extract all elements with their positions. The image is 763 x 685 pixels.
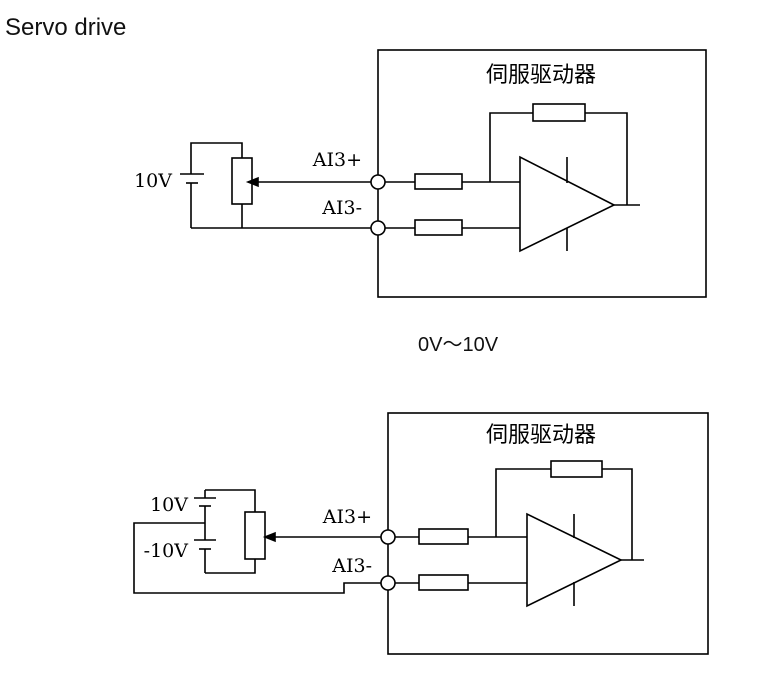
wiper-arrow <box>245 176 259 188</box>
pot-bottom-wire <box>205 559 256 574</box>
feedback-wire-left <box>489 112 533 182</box>
diagram-bipolar-input: 伺服驱动器 AI3+ AI3- <box>133 412 709 655</box>
terminal-ai3-minus <box>370 220 386 236</box>
range-caption-0-10v: 0V～10V <box>418 334 499 356</box>
potentiometer <box>244 511 266 560</box>
terminal-ai3-plus <box>380 529 396 545</box>
input-resistor-plus <box>418 528 469 545</box>
diagram-unipolar-input: 伺服驱动器 AI3+ AI3- 10V <box>134 49 707 298</box>
feedback-wire-left <box>495 468 551 537</box>
pot-top-wire <box>190 142 243 165</box>
servo-drive-label: 伺服驱动器 <box>486 423 596 448</box>
bottom-left-mask <box>0 672 210 685</box>
pot-top-wire <box>205 489 256 512</box>
label-ai3-plus: AI3+ <box>312 149 362 171</box>
servo-drive-box <box>387 412 709 655</box>
terminal-ai3-plus <box>370 174 386 190</box>
label-ai3-plus: AI3+ <box>322 506 372 528</box>
label-minus-10v: -10V <box>144 540 189 562</box>
label-ai3-minus: AI3- <box>321 197 362 219</box>
wiper-arrow <box>262 531 276 543</box>
servo-drive-box <box>377 49 707 298</box>
feedback-resistor <box>532 103 586 122</box>
page-heading: Servo drive <box>5 14 127 41</box>
input-resistor-plus <box>414 173 463 190</box>
label-ai3-minus: AI3- <box>331 555 372 577</box>
terminal-ai3-minus <box>380 575 396 591</box>
label-10v: 10V <box>134 170 172 192</box>
feedback-resistor <box>550 460 603 478</box>
input-resistor-minus <box>414 219 463 236</box>
label-10v: 10V <box>150 494 188 516</box>
bottom-mask <box>380 655 763 685</box>
input-resistor-minus <box>418 574 469 591</box>
feedback-wire-right <box>602 468 633 560</box>
servo-drive-label: 伺服驱动器 <box>486 63 596 88</box>
common-return-wire <box>133 522 381 594</box>
feedback-wire-right <box>585 112 628 205</box>
